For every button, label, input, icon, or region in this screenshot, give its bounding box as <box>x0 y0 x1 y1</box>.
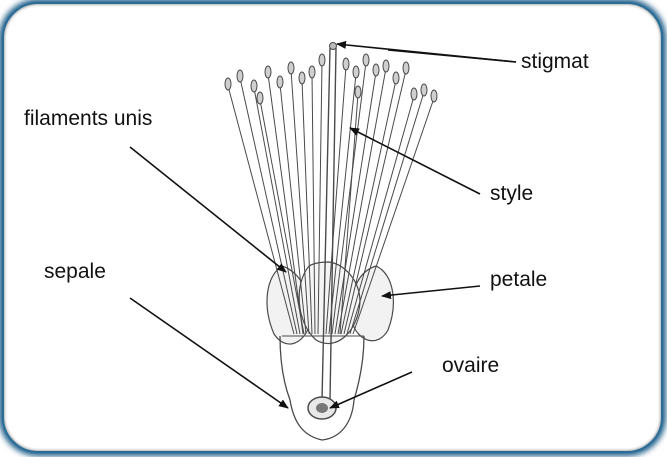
label-stigmat: stigmat <box>521 50 589 73</box>
anthers <box>225 54 437 104</box>
label-ovaire: ovaire <box>442 354 499 377</box>
stigma-head <box>330 43 337 50</box>
label-filaments-unis: filaments unis <box>24 107 152 130</box>
label-petale: petale <box>490 268 547 291</box>
ovaire-pointer <box>330 372 412 408</box>
flower-illustration <box>225 43 437 441</box>
filaments-pointer <box>130 147 286 272</box>
diagram-card: stigmat filaments unis style sepale peta… <box>2 2 663 453</box>
label-style: style <box>490 182 533 205</box>
flower-diagram: stigmat filaments unis style sepale peta… <box>4 4 663 453</box>
label-sepale: sepale <box>44 260 106 283</box>
petale-pointer <box>382 286 480 296</box>
sepale-pointer <box>130 298 288 408</box>
